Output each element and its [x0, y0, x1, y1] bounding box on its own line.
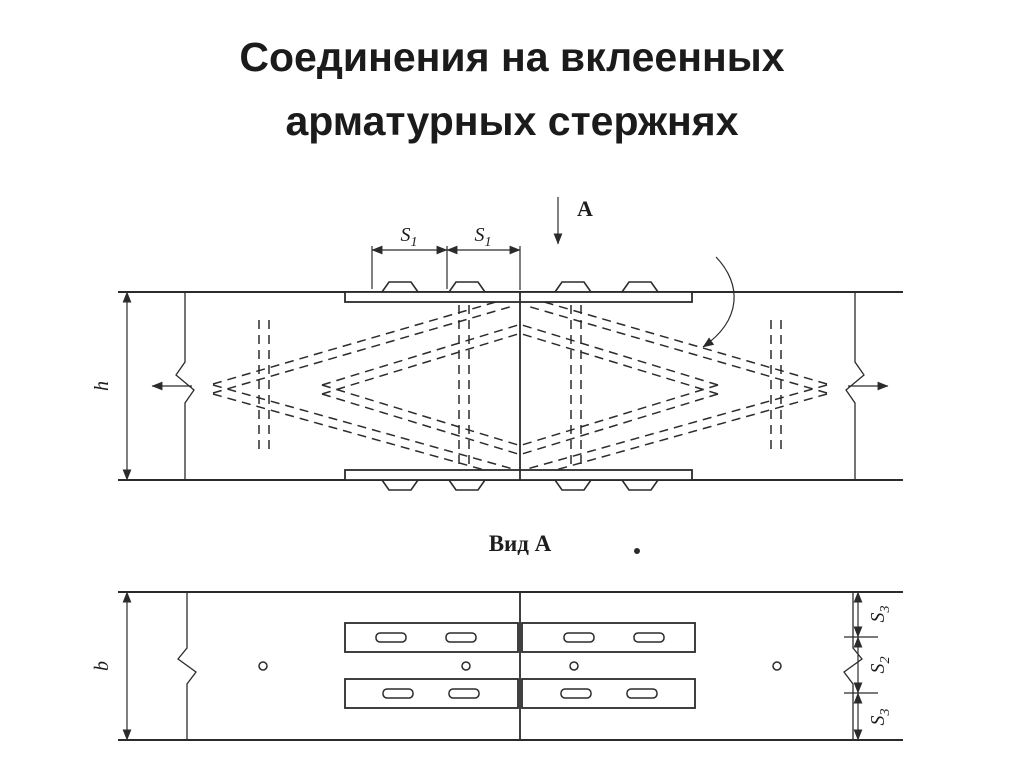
side-view: h S1 S1 А [91, 196, 903, 490]
section-arrow-a: А [553, 196, 593, 245]
side-view-left-half [152, 282, 518, 490]
title-line-2: арматурных стержнях [285, 97, 739, 144]
s1-label: S1 [475, 224, 492, 250]
s1-label: S1 [401, 224, 418, 250]
page-title: Соединения на вклеенных арматурных стерж… [0, 26, 1024, 153]
height-label: h [91, 381, 113, 391]
s2-label: S2 [867, 657, 893, 674]
view-caption: Вид А [489, 531, 552, 556]
dimension-s1: S1 S1 [371, 224, 521, 290]
bottom-steel-plate [344, 469, 693, 481]
s3-label: S3 [867, 709, 893, 726]
top-steel-plate [344, 291, 693, 303]
plan-view: b S3 S2 S3 [91, 591, 903, 741]
title-line-1: Соединения на вклеенных [239, 34, 785, 80]
curved-arrow [702, 256, 735, 348]
plan-view-right-half [521, 591, 863, 741]
stray-mark [634, 548, 640, 554]
width-label: b [91, 661, 113, 671]
dimension-b: b [91, 591, 132, 741]
plan-view-left-half [177, 591, 519, 741]
section-label: А [577, 196, 593, 221]
dimension-chain-right: S3 S2 S3 [844, 591, 893, 741]
dimension-h: h [91, 291, 132, 481]
side-view-right-half [522, 282, 888, 490]
s3-label: S3 [867, 606, 893, 623]
